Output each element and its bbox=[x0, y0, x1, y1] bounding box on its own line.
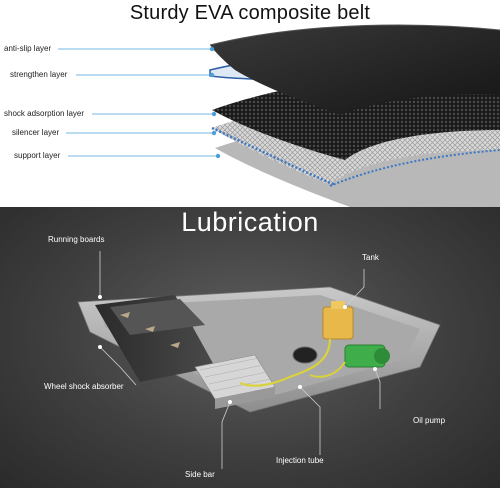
label-strengthen-layer: strengthen layer bbox=[10, 70, 68, 79]
shock-absorber-2 bbox=[145, 326, 155, 332]
label-tank: Tank bbox=[362, 253, 379, 262]
label-wheel-shock-absorber: Wheel shock absorber bbox=[44, 382, 124, 391]
support-blue-edge bbox=[329, 149, 500, 187]
belt-panel: Sturdy EVA composite belt bbox=[0, 0, 500, 207]
shock-absorber-3 bbox=[170, 342, 180, 348]
label-oil-pump: Oil pump bbox=[413, 416, 446, 425]
lubrication-title: Lubrication bbox=[181, 207, 319, 237]
lubrication-panel: Lubrication bbox=[0, 207, 500, 488]
label-shock-adsorption-layer: shock adsorption layer bbox=[4, 109, 85, 118]
leader-injection-tube bbox=[299, 386, 321, 455]
tank bbox=[322, 306, 354, 340]
shock-absorber-1 bbox=[120, 312, 130, 318]
leader-side-bar bbox=[221, 401, 231, 469]
label-anti-slip-layer: anti-slip layer bbox=[4, 44, 52, 53]
roller bbox=[292, 346, 318, 364]
leader-oil-pump bbox=[374, 368, 381, 409]
label-injection-tube: Injection tube bbox=[276, 456, 324, 465]
anti-slip-layer-shape bbox=[210, 25, 500, 115]
leader-wheel-shock bbox=[99, 346, 137, 386]
label-side-bar: Side bar bbox=[185, 470, 215, 479]
silencer-blue-edge bbox=[211, 126, 336, 187]
label-running-boards: Running boards bbox=[48, 235, 105, 244]
injection-tube bbox=[239, 338, 332, 387]
leader-tank bbox=[344, 269, 365, 308]
belt-layers-illustration bbox=[58, 24, 500, 207]
label-support-layer: support layer bbox=[14, 151, 61, 160]
lubrication-illustration bbox=[77, 251, 441, 469]
label-silencer-layer: silencer layer bbox=[12, 128, 60, 137]
belt-title: Sturdy EVA composite belt bbox=[129, 2, 371, 24]
